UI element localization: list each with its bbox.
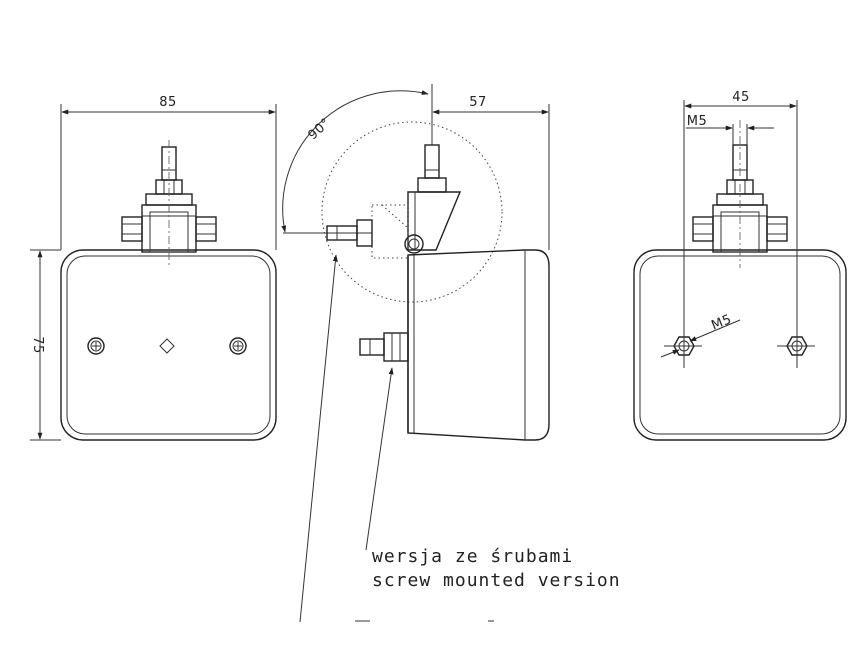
- dim-depth-label: 57: [469, 95, 487, 110]
- rotated-nut: [356, 219, 373, 247]
- rear-hex-nut-left: [664, 328, 702, 368]
- screw-nut: [383, 332, 409, 362]
- dim-width-85: 85: [60, 95, 277, 250]
- front-body-outline: [60, 249, 277, 441]
- rear-view: M5 45 M5: [633, 90, 847, 441]
- dim-top-thread: M5: [686, 114, 774, 145]
- dim-width-label: 85: [159, 95, 177, 110]
- dim-nut-thread-label: M5: [709, 312, 734, 334]
- dim-spacing-label: 45: [732, 90, 750, 105]
- dim-top-thread-label: M5: [687, 114, 708, 129]
- pivot: [404, 234, 424, 254]
- angle-label: 90°: [306, 116, 334, 144]
- side-stud: [424, 144, 440, 179]
- dim-depth-57: 57: [431, 84, 550, 250]
- front-body-inner: [66, 255, 271, 435]
- rear-nut-right: [766, 216, 788, 242]
- dim-nut-thread: M5: [660, 312, 741, 358]
- note-line-pl: wersja ze śrubami: [372, 546, 573, 567]
- front-center-mark: [159, 338, 175, 354]
- dim-height-label: 75: [30, 336, 45, 354]
- front-nut-left: [121, 216, 143, 242]
- leader-line-2: [365, 367, 394, 551]
- side-top-nut: [417, 177, 447, 193]
- side-bracket: [407, 191, 462, 251]
- rear-hex-nut-right: [777, 328, 815, 368]
- rotated-bracket-ghost: [371, 204, 409, 259]
- dim-spacing-45: 45: [683, 90, 798, 330]
- front-screw-right: [229, 337, 247, 355]
- front-nut-right: [195, 216, 217, 242]
- side-body: [407, 249, 550, 441]
- leader-line-1: [299, 254, 338, 623]
- front-view: 85 75: [30, 95, 277, 441]
- screw-stud: [359, 338, 385, 356]
- rear-body-inner: [639, 255, 841, 435]
- rotation-arc: [281, 90, 429, 233]
- rotation-circle: [321, 121, 503, 303]
- side-view: 90° 57: [281, 84, 621, 623]
- rear-body-outline: [633, 249, 847, 441]
- rear-nut-left: [692, 216, 714, 242]
- front-screw-left: [87, 337, 105, 355]
- dim-height-75: 75: [30, 249, 61, 441]
- note-line-en: screw mounted version: [372, 570, 621, 591]
